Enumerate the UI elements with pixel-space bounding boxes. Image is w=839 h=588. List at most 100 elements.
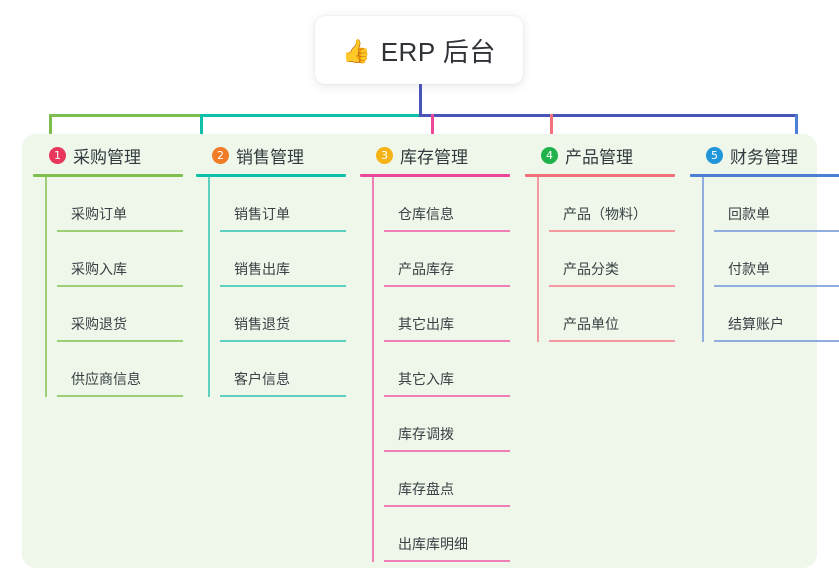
leaf-item-label: 出库库明细 [398,536,468,552]
leaf-item-rule [384,450,510,452]
leaf-item[interactable]: 其它出库 [384,287,510,342]
column-header-rule-2 [196,174,346,177]
leaf-item-rule [220,285,346,287]
column-items-3: 仓库信息产品库存其它出库其它入库库存调拨库存盘点出库库明细 [360,177,510,562]
connector-segment-4 [550,114,798,117]
column-badge-1: 1 [49,146,66,164]
root-node[interactable]: 👍 ERP 后台 [315,16,523,84]
leaf-item[interactable]: 产品（物料） [549,177,675,232]
column-items-1: 采购订单采购入库采购退货供应商信息 [33,177,183,397]
branches-panel [22,134,817,568]
leaf-item[interactable]: 库存盘点 [384,452,510,507]
column-header-5[interactable]: 5 财务管理 [690,142,839,168]
leaf-item-label: 回款单 [728,206,770,222]
leaf-item-rule [549,230,675,232]
leaf-item-rule [57,230,183,232]
leaf-item[interactable]: 采购入库 [57,232,183,287]
leaf-item-rule [714,230,839,232]
leaf-item-rule [57,395,183,397]
leaf-item-rule [714,285,839,287]
leaf-item[interactable]: 产品库存 [384,232,510,287]
branch-column-4: 4 产品管理产品（物料） 产品分类产品单位 [525,142,675,342]
column-badge-5: 5 [706,146,723,164]
branch-column-3: 3 库存管理仓库信息产品库存其它出库其它入库库存调拨库存盘点出库库明细 [360,142,510,562]
column-badge-4: 4 [541,146,558,164]
connector-segment-3 [419,114,553,117]
leaf-item-label: 采购退货 [71,316,127,332]
root-node-title: ERP 后台 [380,36,496,67]
column-items-5: 回款单付款单结算账户 [690,177,839,342]
leaf-item-label: 结算账户 [728,316,784,332]
leaf-item-label: 其它入库 [398,371,454,387]
column-header-1[interactable]: 1 采购管理 [33,142,183,168]
column-title-5: 财务管理 [730,147,798,167]
leaf-item-label: 库存盘点 [398,481,454,497]
branch-column-1: 1 采购管理采购订单采购入库采购退货供应商信息 [33,142,183,397]
leaf-item[interactable]: 出库库明细 [384,507,510,562]
leaf-item-rule [384,230,510,232]
leaf-item-rule [220,395,346,397]
leaf-item-label: 销售出库 [234,261,290,277]
leaf-item[interactable]: 付款单 [714,232,839,287]
leaf-item[interactable]: 库存调拨 [384,397,510,452]
leaf-item-label: 产品（物料） [563,206,647,222]
connector-segment-2 [200,114,422,117]
leaf-item-rule [384,395,510,397]
leaf-item-rule [549,285,675,287]
leaf-item-rule [384,285,510,287]
leaf-item[interactable]: 其它入库 [384,342,510,397]
leaf-item-label: 产品库存 [398,261,454,277]
leaf-item-rule [220,340,346,342]
connector-segment-1 [49,114,203,117]
leaf-item-rule [57,285,183,287]
column-title-2: 销售管理 [236,147,304,167]
column-spine-4 [537,177,539,342]
leaf-item[interactable]: 销售出库 [220,232,346,287]
branch-column-5: 5 财务管理回款单付款单结算账户 [690,142,839,342]
column-spine-2 [208,177,210,397]
leaf-item-label: 客户信息 [234,371,290,387]
column-badge-3: 3 [376,146,393,164]
leaf-item-rule [714,340,839,342]
column-header-rule-5 [690,174,839,177]
leaf-item-label: 库存调拨 [398,426,454,442]
leaf-item[interactable]: 仓库信息 [384,177,510,232]
leaf-item[interactable]: 产品单位 [549,287,675,342]
leaf-item[interactable]: 结算账户 [714,287,839,342]
column-items-4: 产品（物料） 产品分类产品单位 [525,177,675,342]
column-header-rule-3 [360,174,510,177]
leaf-item[interactable]: 销售订单 [220,177,346,232]
leaf-item-rule [57,340,183,342]
leaf-item-label: 产品分类 [563,261,619,277]
leaf-item-label: 产品单位 [563,316,619,332]
leaf-item[interactable]: 采购订单 [57,177,183,232]
column-spine-1 [45,177,47,397]
leaf-item-rule [549,340,675,342]
leaf-item-rule [384,505,510,507]
leaf-item-label: 采购订单 [71,206,127,222]
column-spine-3 [372,177,374,562]
leaf-item[interactable]: 回款单 [714,177,839,232]
column-title-4: 产品管理 [565,147,633,167]
leaf-item-label: 供应商信息 [71,371,141,387]
column-title-3: 库存管理 [400,147,468,167]
leaf-item-rule [384,340,510,342]
leaf-item-label: 仓库信息 [398,206,454,222]
column-header-rule-4 [525,174,675,177]
leaf-item[interactable]: 供应商信息 [57,342,183,397]
leaf-item[interactable]: 产品分类 [549,232,675,287]
thumbs-up-icon: 👍 [342,37,371,64]
leaf-item[interactable]: 客户信息 [220,342,346,397]
column-header-3[interactable]: 3 库存管理 [360,142,510,168]
leaf-item-rule [220,230,346,232]
leaf-item[interactable]: 采购退货 [57,287,183,342]
column-title-1: 采购管理 [73,147,141,167]
leaf-item-label: 其它出库 [398,316,454,332]
leaf-item[interactable]: 销售退货 [220,287,346,342]
leaf-item-label: 销售退货 [234,316,290,332]
leaf-item-label: 付款单 [728,261,770,277]
column-header-4[interactable]: 4 产品管理 [525,142,675,168]
leaf-item-rule [384,560,510,562]
